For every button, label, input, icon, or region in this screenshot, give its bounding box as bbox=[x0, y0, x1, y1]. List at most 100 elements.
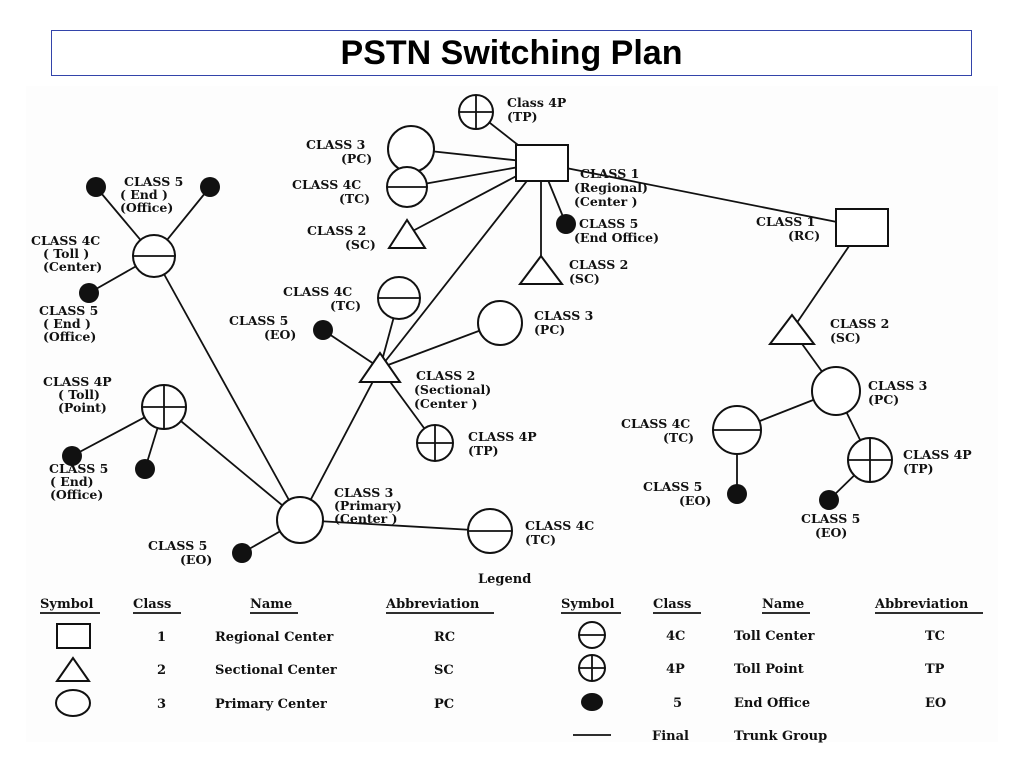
toll-center-icon bbox=[578, 621, 606, 649]
primary-center-icon bbox=[477, 300, 523, 346]
node-label: CLASS 2(SC) bbox=[830, 316, 889, 345]
toll-point-icon bbox=[847, 437, 893, 483]
node-label: CLASS 4P(TP) bbox=[903, 447, 972, 476]
node-label: CLASS 3(PC) bbox=[306, 137, 372, 166]
legend-name: Primary Center bbox=[215, 697, 327, 712]
legend-abbr: PC bbox=[434, 697, 454, 712]
legend-header-name: Name bbox=[250, 597, 292, 612]
node-label: CLASS 4P(TP) bbox=[468, 429, 537, 458]
title-box: PSTN Switching Plan bbox=[51, 30, 972, 76]
legend-header-symbol: Symbol bbox=[561, 597, 614, 612]
trunk-line bbox=[322, 329, 381, 369]
end-office-icon bbox=[200, 177, 220, 197]
end-office-icon bbox=[232, 543, 252, 563]
node-label: CLASS 4C(TC) bbox=[621, 416, 694, 445]
sectional-center-icon bbox=[55, 656, 91, 682]
toll-center-icon bbox=[386, 166, 428, 208]
legend-class: 1 bbox=[157, 630, 166, 645]
sectional-center-icon bbox=[387, 218, 427, 249]
trunk-line bbox=[379, 162, 542, 369]
node-label: CLASS 3(PC) bbox=[534, 308, 593, 337]
legend-class: Final bbox=[652, 729, 689, 744]
legend-header-class: Class bbox=[133, 597, 171, 612]
node-label: CLASS 2(SC) bbox=[307, 223, 376, 252]
legend-abbr: RC bbox=[434, 630, 455, 645]
legend-header-abbreviation: Abbreviation bbox=[385, 597, 480, 612]
node-label: CLASS 4C(TC) bbox=[525, 518, 594, 547]
node-label: CLASS 4C(TC) bbox=[283, 284, 361, 313]
end-office-icon bbox=[819, 490, 839, 510]
legend-name: Regional Center bbox=[215, 630, 333, 645]
node-label: CLASS 5(EO) bbox=[801, 511, 860, 540]
trunk-lines bbox=[71, 111, 871, 554]
node-label: CLASS 4C( Toll )(Center) bbox=[31, 233, 102, 274]
node-label: CLASS 3(PC) bbox=[868, 378, 927, 407]
primary-center-icon bbox=[811, 366, 861, 416]
node-label: CLASS 5(EO) bbox=[643, 479, 711, 508]
end-office-icon bbox=[86, 177, 106, 197]
toll-point-icon bbox=[141, 384, 187, 430]
legend-name: Trunk Group bbox=[734, 729, 827, 744]
node-label: CLASS 1(Regional)(Center ) bbox=[574, 166, 648, 209]
end-office-icon bbox=[135, 459, 155, 479]
page-title: PSTN Switching Plan bbox=[340, 33, 683, 72]
node-label: CLASS 5(EO) bbox=[229, 313, 296, 342]
legend: Legend Symbol Class Name Abbreviation Sy… bbox=[40, 572, 983, 744]
end-office-icon bbox=[79, 283, 99, 303]
end-office-icon bbox=[556, 214, 576, 234]
sectional-center-icon bbox=[358, 351, 402, 383]
node-label: Class 4P(TP) bbox=[507, 95, 567, 124]
node-labels: Class 4P(TP) CLASS 3(PC) CLASS 4C(TC) CL… bbox=[31, 95, 972, 567]
trunk-line bbox=[299, 367, 381, 521]
legend-title: Legend bbox=[478, 572, 531, 587]
primary-center-icon bbox=[55, 689, 91, 717]
regional-center-icon bbox=[515, 144, 569, 182]
nodes bbox=[62, 94, 893, 563]
legend-abbr: EO bbox=[925, 696, 946, 711]
toll-center-icon bbox=[467, 508, 513, 554]
legend-class: 3 bbox=[157, 697, 166, 712]
legend-abbr: SC bbox=[434, 663, 454, 678]
trunk-line bbox=[299, 519, 491, 532]
sectional-center-icon bbox=[518, 254, 564, 285]
node-label: CLASS 5( End )(Office) bbox=[39, 303, 98, 344]
legend-abbr: TC bbox=[925, 629, 945, 644]
legend-class: 4C bbox=[666, 629, 685, 644]
legend-name: Toll Point bbox=[734, 662, 804, 677]
node-label: CLASS 5(End Office) bbox=[574, 216, 659, 245]
sectional-center-icon bbox=[767, 313, 817, 345]
node-label: CLASS 2(Sectional)(Center ) bbox=[414, 368, 491, 411]
legend-header-abbreviation: Abbreviation bbox=[874, 597, 969, 612]
node-label: CLASS 1(RC) bbox=[756, 214, 820, 243]
legend-class: 2 bbox=[157, 663, 166, 678]
legend-abbr: TP bbox=[925, 662, 945, 677]
node-label: CLASS 4P( Toll)(Point) bbox=[43, 374, 112, 415]
node-label: CLASS 2(SC) bbox=[569, 257, 628, 286]
end-office-icon bbox=[727, 484, 747, 504]
node-label: CLASS 5( End)(Office) bbox=[49, 461, 108, 502]
trunk-line bbox=[153, 255, 301, 521]
end-office-icon bbox=[313, 320, 333, 340]
toll-point-icon bbox=[458, 94, 494, 130]
toll-center-icon bbox=[712, 405, 762, 455]
legend-name: End Office bbox=[734, 696, 810, 711]
regional-center-icon bbox=[56, 623, 91, 649]
regional-center-icon bbox=[835, 208, 889, 247]
node-label: CLASS 5(EO) bbox=[148, 538, 212, 567]
node-label: CLASS 4C(TC) bbox=[292, 177, 370, 206]
legend-class: 4P bbox=[666, 662, 685, 677]
legend-header-symbol: Symbol bbox=[40, 597, 93, 612]
end-office-icon bbox=[62, 446, 82, 466]
node-label: CLASS 3(Primary)(Center ) bbox=[334, 485, 402, 526]
toll-center-icon bbox=[377, 276, 421, 320]
legend-header-name: Name bbox=[762, 597, 804, 612]
primary-center-icon bbox=[387, 125, 435, 173]
node-label: CLASS 5( End )(Office) bbox=[120, 174, 183, 215]
toll-point-icon bbox=[416, 424, 454, 462]
trunk-line bbox=[540, 162, 863, 228]
legend-class: 5 bbox=[673, 696, 682, 711]
primary-center-icon bbox=[276, 496, 324, 544]
end-office-icon bbox=[581, 693, 603, 711]
trunk-line bbox=[163, 406, 301, 521]
